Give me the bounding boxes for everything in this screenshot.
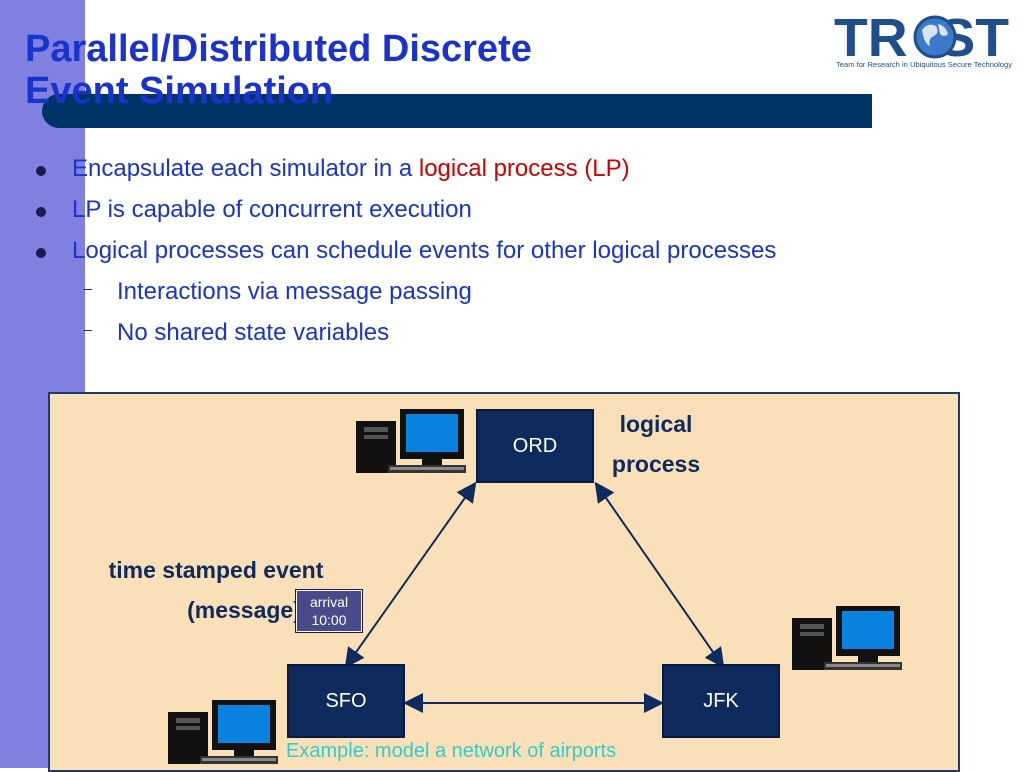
arrow-ord-jfk	[594, 481, 725, 669]
computer-icon	[792, 606, 902, 670]
event-label-line-1: time stamped event	[108, 557, 324, 583]
slide-title: Parallel/Distributed Discrete Event Simu…	[25, 28, 532, 112]
message-box: arrival 10:00	[295, 589, 363, 633]
bullet-text: Encapsulate each simulator in a	[72, 155, 419, 182]
bullet-dot-icon	[36, 166, 46, 176]
arrow-ord-sfo	[344, 481, 477, 669]
event-label-line-2: (message)	[187, 597, 301, 623]
logo-subtitle: Team for Research in Ubiquitous Secure T…	[836, 60, 1012, 69]
diagram-caption: Example: model a network of airports	[286, 740, 617, 762]
bullet-text: LP is capable of concurrent execution	[72, 196, 472, 223]
sub-bullet-text: No shared state variables	[117, 319, 390, 346]
dash-icon: –	[84, 280, 92, 296]
event-label: time stamped event (message)	[80, 550, 352, 630]
title-underline-band	[42, 94, 872, 128]
sub-bullet-text: Interactions via message passing	[117, 278, 472, 305]
node-sfo: SFO	[287, 664, 405, 738]
title-line-1: Parallel/Distributed Discrete	[25, 28, 532, 70]
node-ord: ORD	[476, 409, 594, 483]
lp-label: logical process	[596, 404, 716, 484]
lp-label-line-1: logical	[619, 411, 693, 437]
computer-icon	[168, 700, 278, 764]
message-line-1: arrival	[309, 594, 349, 610]
bullet-highlight: logical process (LP)	[418, 155, 630, 182]
computer-icon	[356, 409, 466, 473]
bullet-dot-icon	[36, 207, 46, 217]
lp-label-line-2: process	[611, 451, 701, 477]
bullet-dot-icon	[36, 248, 46, 258]
message-line-2: 10:00	[311, 612, 347, 628]
bullet-text: Logical processes can schedule events fo…	[72, 237, 777, 264]
title-line-2: Event Simulation	[25, 70, 334, 112]
dash-icon: –	[84, 321, 92, 337]
node-jfk: JFK	[662, 664, 780, 738]
trust-logo: TR ST Team for Research in Ubiquitous Se…	[834, 8, 1012, 69]
